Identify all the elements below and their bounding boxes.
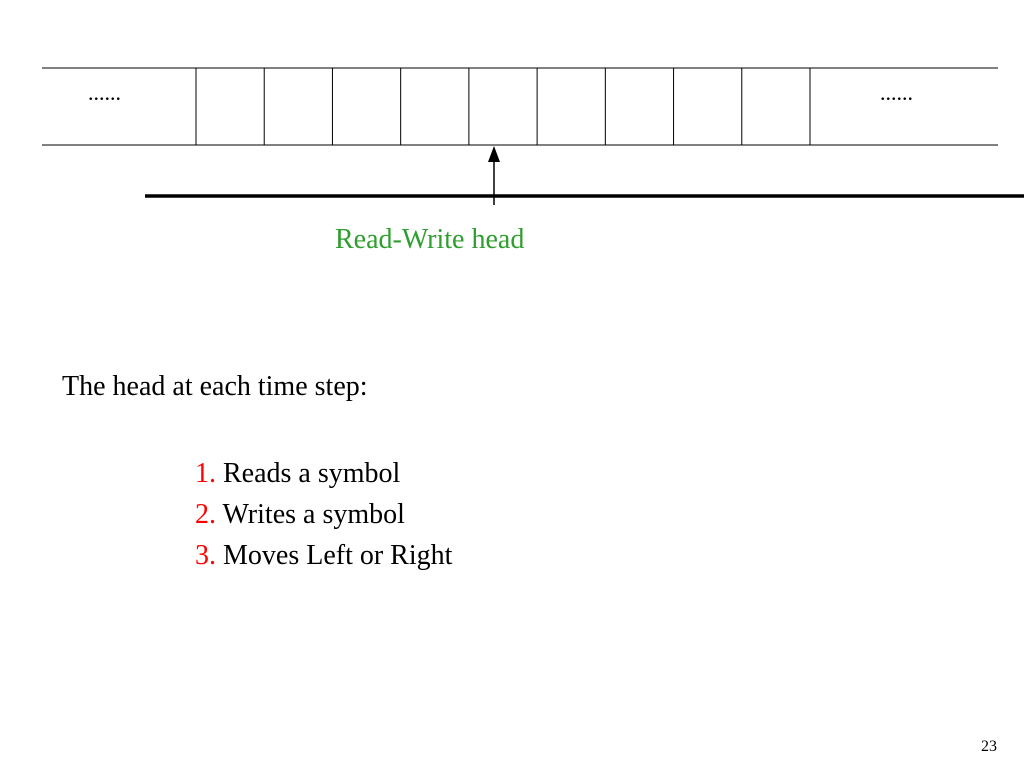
page-number: 23 [981, 738, 997, 755]
step-text: Moves Left or Right [223, 540, 453, 571]
steps-heading: The head at each time step: [62, 371, 368, 402]
steps-list: 1. Reads a symbol 2. Writes a symbol 3. … [195, 453, 452, 576]
step-text: Reads a symbol [223, 458, 401, 489]
tape-right-ellipsis: ...... [880, 80, 913, 105]
step-number: 2. [195, 499, 216, 530]
read-write-head-label: Read-Write head [335, 224, 525, 255]
list-item: 2. Writes a symbol [195, 494, 452, 535]
head-arrow-tip-icon [488, 146, 500, 162]
list-item: 1. Reads a symbol [195, 453, 452, 494]
tape-cell-dividers [195, 68, 811, 145]
step-number: 1. [195, 458, 216, 489]
step-number: 3. [195, 540, 216, 571]
list-item: 3. Moves Left or Right [195, 535, 452, 576]
tape-left-ellipsis: ...... [88, 80, 121, 105]
step-text: Writes a symbol [222, 499, 405, 530]
